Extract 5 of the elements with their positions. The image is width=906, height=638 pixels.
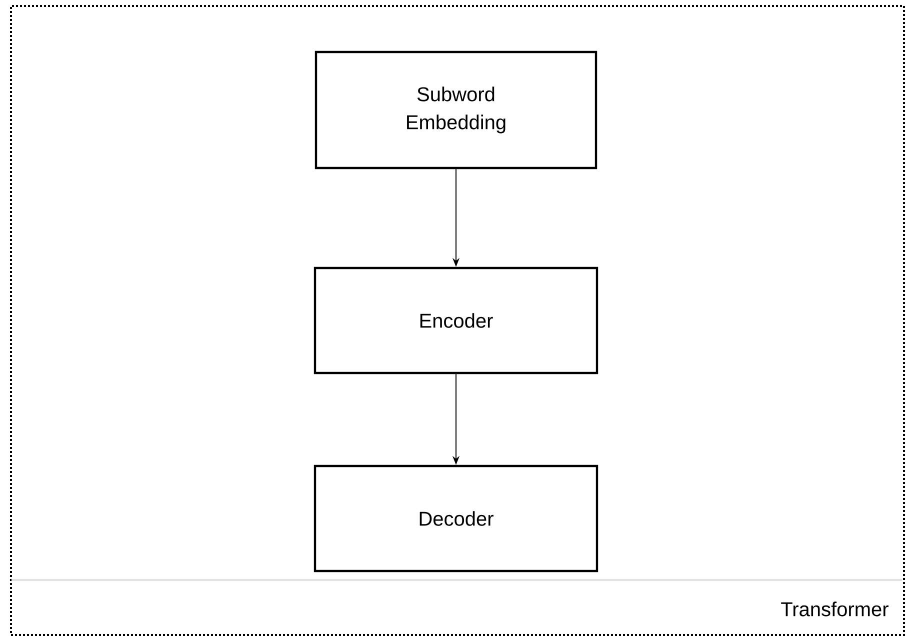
dotted-frame xyxy=(10,5,905,636)
frame-label: Transformer xyxy=(781,602,888,616)
process-box: Decoder xyxy=(314,464,598,572)
process-box: Encoder xyxy=(314,266,598,374)
process-box: Subword Embedding xyxy=(314,50,598,170)
